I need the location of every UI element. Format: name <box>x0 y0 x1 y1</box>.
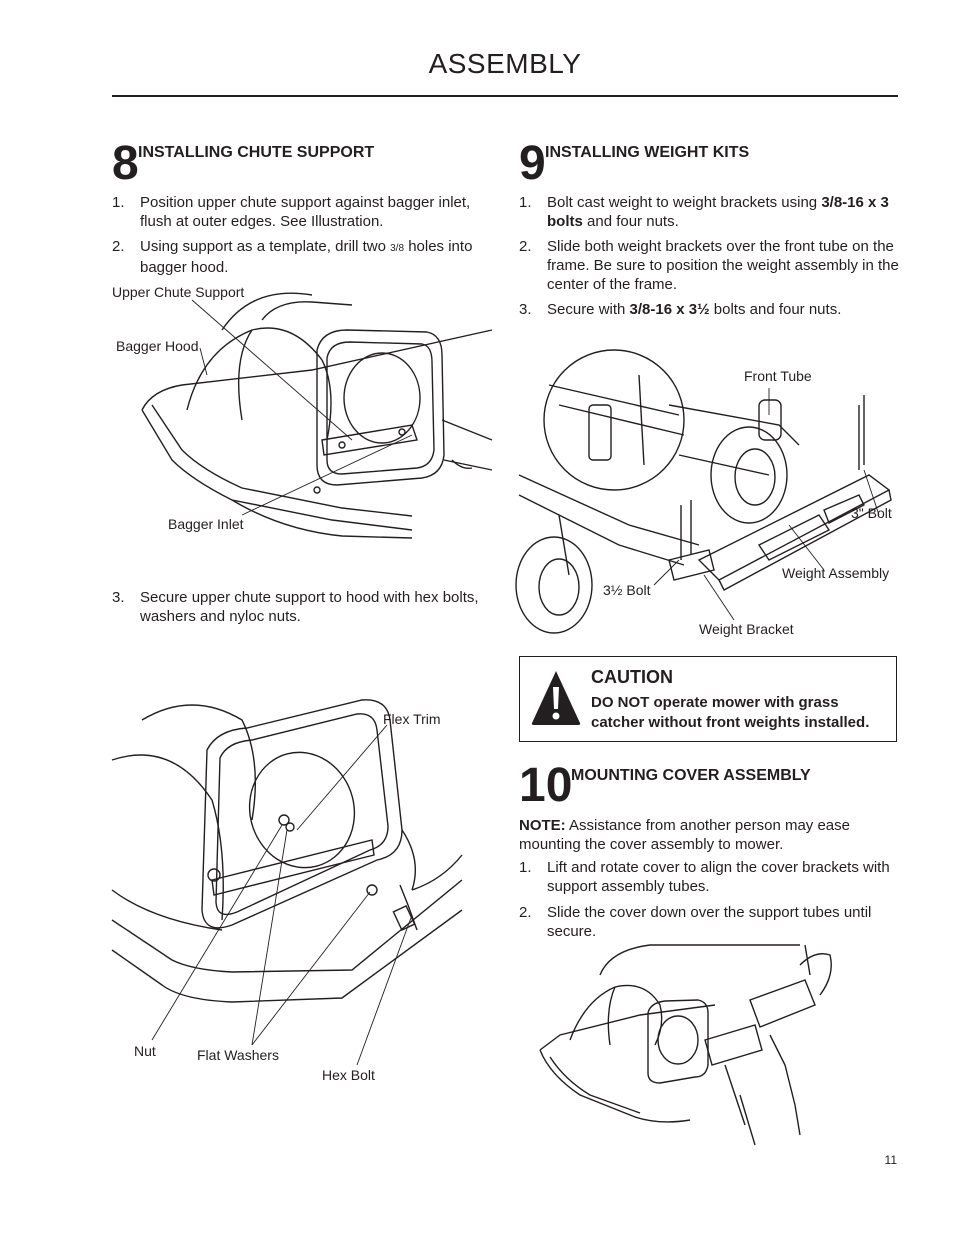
step-10-title: MOUNTING COVER ASSEMBLY <box>571 767 811 784</box>
label-three-half-bolt: 3½ Bolt <box>603 582 651 598</box>
list-item: 3. Secure upper chute support to hood wi… <box>112 589 479 625</box>
step-9-list: 1. Bolt cast weight to weight brackets u… <box>519 193 899 325</box>
weight-kit-illustration <box>515 349 892 634</box>
note-text: NOTE: Assistance from another person may… <box>519 817 850 853</box>
caution-title: CAUTION <box>591 667 673 687</box>
label-three-inch-bolt: 3" Bolt <box>851 505 892 521</box>
hardware-illustration <box>111 699 463 1066</box>
page-title: ASSEMBLY <box>428 48 582 79</box>
step-8-list: 1. Position upper chute support against … <box>112 193 490 283</box>
label-flex-trim: Flex Trim <box>383 711 441 727</box>
list-item: 2. Slide the cover down over the support… <box>519 904 872 940</box>
label-front-tube: Front Tube <box>744 368 812 384</box>
step-8-title: INSTALLING CHUTE SUPPORT <box>138 144 375 161</box>
page-number: 11 <box>884 1153 897 1167</box>
step-10-number: 10 <box>519 759 573 812</box>
label-bagger-hood: Bagger Hood <box>116 338 199 354</box>
caution-text: DO NOT operate mower with grass catcher … <box>591 694 870 731</box>
step-10-list: 1. Lift and rotate cover to align the co… <box>519 858 899 947</box>
caution-box: CAUTION DO NOT operate mower with grass … <box>519 656 897 742</box>
list-item: 2. Slide both weight brackets over the f… <box>519 238 899 293</box>
header-divider <box>112 95 898 97</box>
label-hex-bolt: Hex Bolt <box>322 1067 375 1083</box>
label-flat-washers: Flat Washers <box>197 1047 279 1063</box>
list-item: 2. Using support as a template, drill tw… <box>112 238 473 276</box>
label-weight-assembly: Weight Assembly <box>782 565 890 581</box>
label-upper-chute-support: Upper Chute Support <box>112 284 245 300</box>
label-nut: Nut <box>134 1043 156 1059</box>
label-bagger-inlet: Bagger Inlet <box>168 516 244 532</box>
list-item: 1. Bolt cast weight to weight brackets u… <box>519 194 889 230</box>
step-9-number: 9 <box>519 137 546 190</box>
list-item: 1. Lift and rotate cover to align the co… <box>519 859 890 895</box>
chute-support-illustration <box>141 292 493 539</box>
list-item: 1. Position upper chute support against … <box>112 194 471 230</box>
cover-assembly-illustration <box>539 944 832 1146</box>
label-weight-bracket: Weight Bracket <box>699 621 794 637</box>
step-8-number: 8 <box>112 137 139 190</box>
list-item: 3. Secure with 3/8-16 x 3½ bolts and fou… <box>519 301 842 318</box>
warning-icon <box>531 671 581 725</box>
step-8-list-continued: 3. Secure upper chute support to hood wi… <box>112 588 490 632</box>
step-9-title: INSTALLING WEIGHT KITS <box>545 144 750 161</box>
